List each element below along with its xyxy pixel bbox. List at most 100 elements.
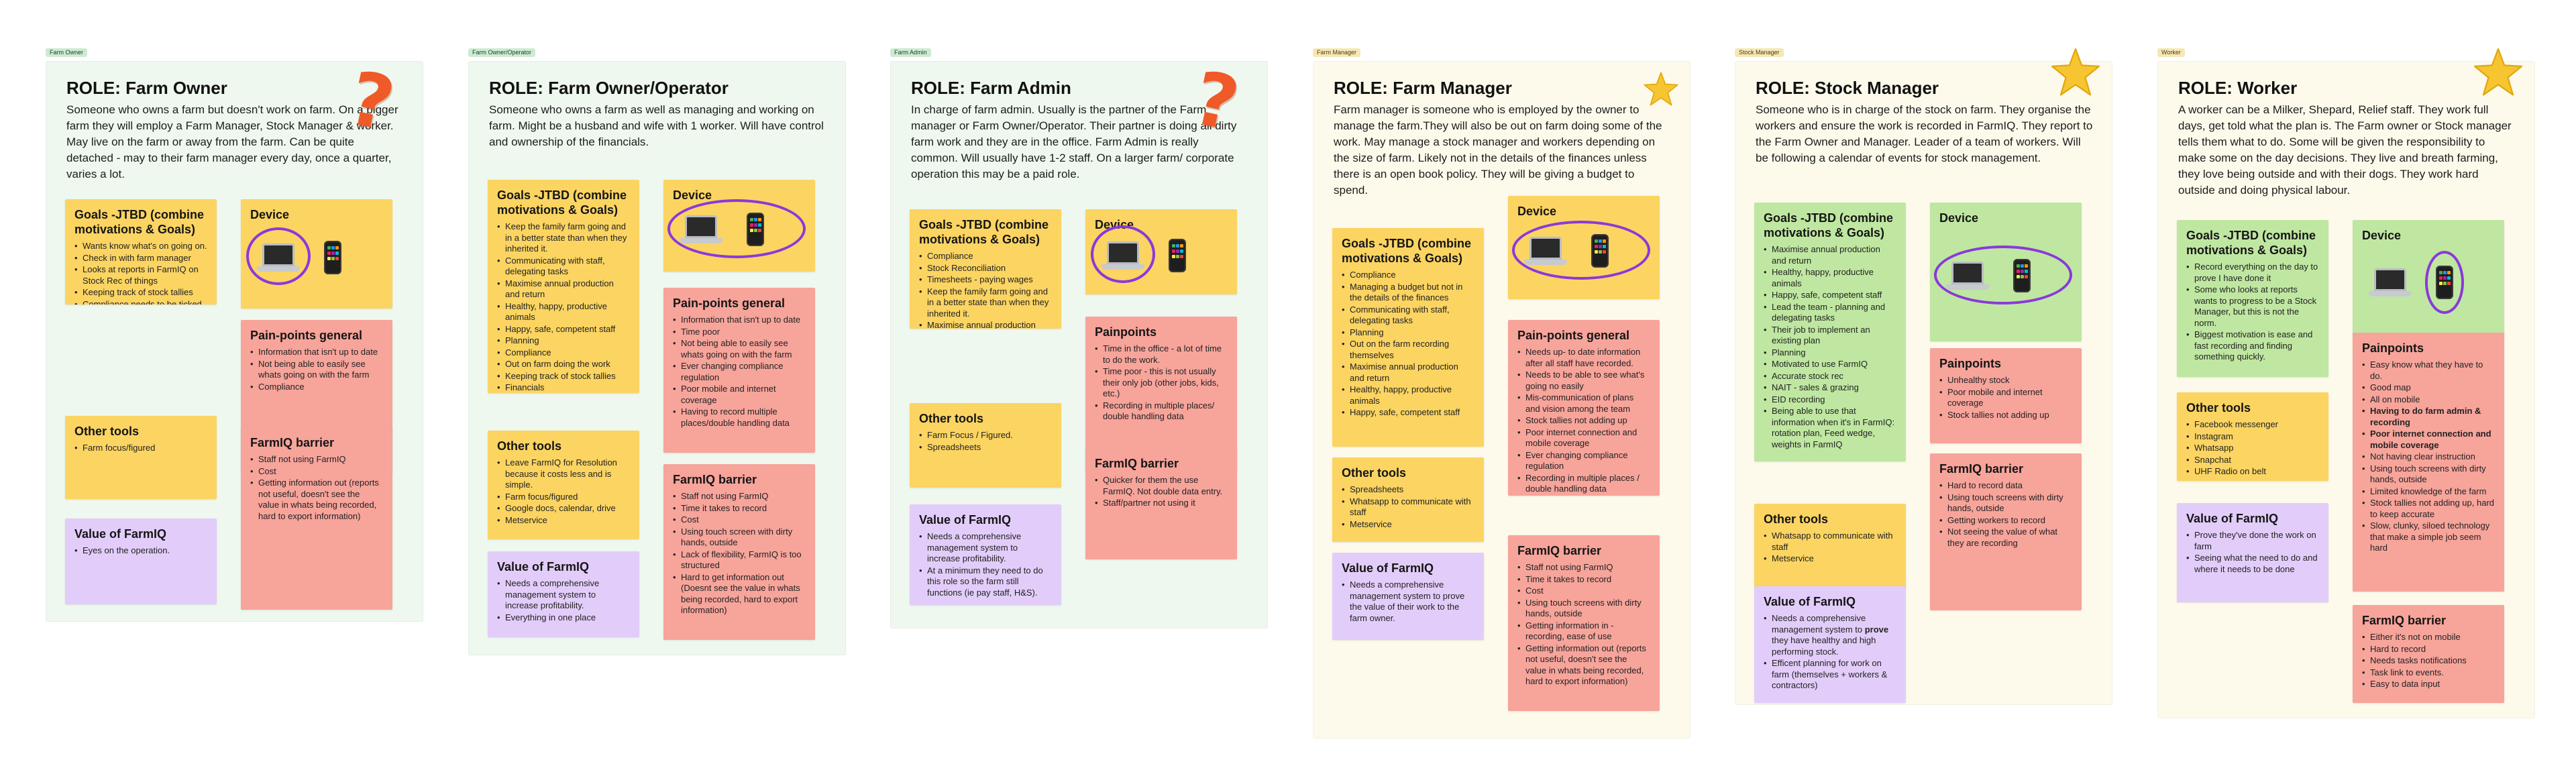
list-item: Prove they've done the work on farm — [2186, 530, 2319, 552]
highlight-circle — [2425, 251, 2464, 314]
list-item: Maximise annual production and return — [919, 320, 1052, 329]
device-sticky-title: Device — [1939, 211, 1979, 225]
list-item: Time in the office - a lot of time to do… — [1095, 343, 1228, 366]
laptop-icon — [2369, 268, 2412, 300]
list-item: Keeping track of stock tallies — [497, 371, 630, 382]
list-item: Using touch screens with dirty hands, ou… — [2362, 463, 2495, 486]
other-tools-sticky-list: Farm focus/figured — [74, 443, 207, 454]
pain-points-sticky-list: Information that isn't up to dateTime po… — [673, 315, 806, 429]
list-item: Planning — [1342, 327, 1474, 339]
other-tools-sticky-title: Other tools — [497, 439, 562, 453]
other-tools-sticky-list: Facebook messengerInstagramWhatsappSnapc… — [2186, 419, 2319, 478]
value-sticky-list: Needs a comprehensive management system … — [919, 531, 1052, 598]
pain-points-sticky-title: Painpoints — [1939, 357, 2002, 370]
other-tools-sticky-title: Other tools — [1342, 466, 1407, 480]
barrier-sticky-title: FarmIQ barrier — [250, 436, 335, 449]
device-icons — [241, 199, 392, 309]
highlight-circle — [1091, 225, 1155, 283]
star-icon — [2051, 48, 2100, 96]
list-item: Staff not using FarmIQ — [1517, 562, 1650, 573]
list-item: Needs a comprehensive management system … — [1342, 580, 1474, 624]
barrier-sticky: FarmIQ barrierQuicker for them the use F… — [1085, 448, 1237, 559]
barrier-sticky-title: FarmIQ barrier — [2362, 614, 2447, 627]
other-tools-sticky: Other toolsFacebook messengerInstagramWh… — [2177, 392, 2328, 481]
role-description: Someone who owns a farm as well as manag… — [489, 103, 824, 148]
other-tools-sticky-list: Leave FarmIQ for Resolution because it c… — [497, 457, 630, 526]
list-item: Planning — [497, 335, 630, 347]
device-sticky-title: Device — [1517, 205, 1557, 218]
list-item: Using touch screen with dirty hands, out… — [673, 527, 806, 549]
list-item: Poor mobile and internet coverage — [673, 384, 806, 406]
frame-label-farm-owner-operator[interactable]: Farm Owner/Operator — [468, 48, 536, 57]
barrier-sticky: FarmIQ barrierStaff not using FarmIQTime… — [663, 464, 815, 640]
list-item: Leave FarmIQ for Resolution because it c… — [497, 457, 630, 491]
list-item: Having to do farm admin & recording — [2362, 406, 2495, 428]
goals-sticky-list: ComplianceStock ReconciliationTimesheets… — [919, 251, 1052, 329]
list-item: Needs a comprehensive management system … — [497, 578, 630, 612]
pain-points-sticky: PainpointsUnhealthy stockPoor mobile and… — [1930, 348, 2082, 443]
list-item: At a minimum they need to do this role s… — [919, 565, 1052, 599]
list-item: Using touch screens with dirty hands, ou… — [1517, 598, 1650, 620]
list-item: Healthy, happy, productive animals — [1342, 384, 1474, 406]
goals-sticky-list: Keep the family farm going and in a bett… — [497, 221, 630, 393]
list-item: Happy, safe, competent staff — [497, 324, 630, 335]
list-item: Efficent planning for work on farm (them… — [1764, 658, 1896, 692]
frame-label-farm-owner[interactable]: Farm Owner — [46, 48, 88, 57]
highlight-circle — [1512, 221, 1650, 280]
list-item: Communicating with staff, delegating tas… — [497, 256, 630, 278]
device-sticky: Device — [241, 199, 392, 309]
goals-sticky: Goals -JTBD (combine motivations & Goals… — [910, 209, 1061, 329]
role-title: ROLE: Farm Manager — [1334, 78, 1512, 98]
list-item: Managing a budget but not in the details… — [1342, 282, 1474, 304]
value-sticky-list: Needs a comprehensive management system … — [497, 578, 630, 623]
goals-sticky: Goals -JTBD (combine motivations & Goals… — [1332, 228, 1484, 447]
barrier-sticky-list: Staff not using FarmIQCostGetting inform… — [250, 454, 383, 522]
device-sticky: Device — [2353, 220, 2504, 338]
list-item: Whatsapp — [2186, 443, 2319, 454]
list-item: Needs a comprehensive management system … — [1764, 613, 1896, 657]
list-item: Farm Focus / Figured. — [919, 430, 1052, 441]
other-tools-sticky: Other toolsFarm Focus / Figured.Spreadsh… — [910, 403, 1061, 488]
value-sticky: Value of FarmIQNeeds a comprehensive man… — [1754, 586, 1906, 703]
value-sticky-list: Needs a comprehensive management system … — [1342, 580, 1474, 624]
device-icons — [663, 180, 815, 272]
list-item: Task link to events. — [2362, 667, 2495, 679]
list-item: Looks at reports in FarmIQ on Stock Rec … — [74, 264, 207, 286]
other-tools-sticky: Other toolsFarm focus/figured — [65, 416, 217, 499]
list-item: Spreadsheets — [1342, 484, 1474, 496]
list-item: Staff not using FarmIQ — [250, 454, 383, 465]
pain-points-sticky-list: Time in the office - a lot of time to do… — [1095, 343, 1228, 423]
list-item: Out on the farm recording themselves — [1342, 339, 1474, 361]
frame-label-farm-manager[interactable]: Farm Manager — [1313, 48, 1361, 57]
list-item: Some who looks at reports wants to progr… — [2186, 284, 2319, 329]
frame-label-stock-manager[interactable]: Stock Manager — [1735, 48, 1784, 57]
goals-sticky: Goals -JTBD (combine motivations & Goals… — [2177, 220, 2328, 377]
goals-sticky-title: Goals -JTBD (combine motivations & Goals… — [2186, 229, 2316, 257]
list-item: Biggest motivation is ease and fast reco… — [2186, 329, 2319, 363]
list-item: Stock tallies not adding up — [1939, 410, 2072, 421]
device-icons — [1085, 209, 1237, 294]
pain-points-sticky-title: Pain-points general — [673, 296, 786, 310]
list-item: Hard to get information out (Doesnt see … — [673, 572, 806, 616]
list-item: Time it takes to record — [1517, 574, 1650, 586]
frame-label-worker[interactable]: Worker — [2157, 48, 2185, 57]
value-sticky: Value of FarmIQNeeds a comprehensive man… — [1332, 553, 1484, 640]
list-item: Recording in multiple places/ double han… — [1095, 400, 1228, 423]
phone-icon — [324, 240, 341, 274]
role-description: Farm manager is someone who is employed … — [1334, 103, 1662, 197]
list-item: Cost — [1517, 586, 1650, 597]
device-sticky: Device — [1508, 196, 1660, 299]
list-item: Happy, safe, competent staff — [1342, 407, 1474, 419]
list-item: Hard to record — [2362, 644, 2495, 655]
other-tools-sticky-list: Farm Focus / Figured.Spreadsheets — [919, 430, 1052, 453]
list-item: Getting information out (reports not use… — [250, 478, 383, 522]
list-item: Planning — [1764, 347, 1896, 359]
list-item: Staff not using FarmIQ — [673, 491, 806, 502]
list-item: Communicating with staff, delegating tas… — [1342, 305, 1474, 327]
list-item: Maximise annual production and return — [497, 278, 630, 300]
list-item: Farm focus/figured — [74, 443, 207, 454]
goals-sticky-list: Record everything on the day to prove I … — [2186, 262, 2319, 363]
frame-label-farm-admin[interactable]: Farm Admin — [890, 48, 931, 57]
